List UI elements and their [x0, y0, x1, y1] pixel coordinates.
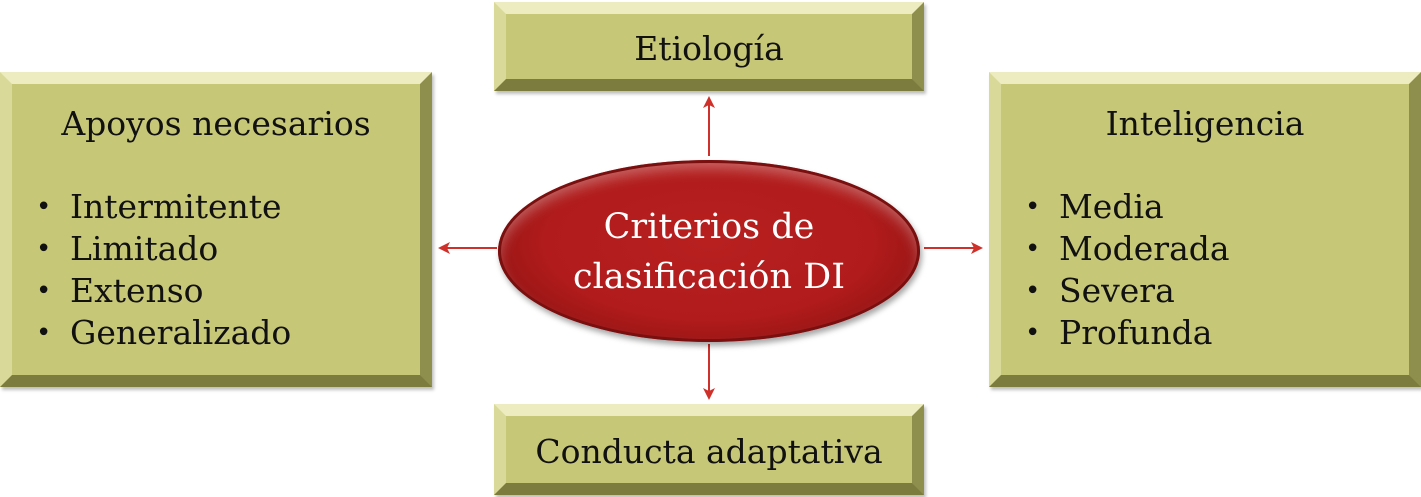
inteligencia-list: Media Moderada Severa Profunda	[1023, 186, 1230, 354]
inteligencia-box: Inteligencia Media Moderada Severa Profu…	[989, 72, 1421, 387]
etiologia-title: Etiología	[634, 29, 784, 68]
list-item: Intermitente	[34, 186, 291, 228]
conducta-adaptativa-title: Conducta adaptativa	[535, 432, 883, 471]
list-item: Limitado	[34, 228, 291, 270]
apoyos-necesarios-title: Apoyos necesarios	[61, 104, 371, 143]
list-item: Media	[1023, 186, 1230, 228]
list-item: Generalizado	[34, 312, 291, 354]
center-label-line1: Criterios de	[603, 207, 815, 247]
apoyos-list: Intermitente Limitado Extenso Generaliza…	[34, 186, 291, 354]
list-item: Profunda	[1023, 312, 1230, 354]
list-item: Moderada	[1023, 228, 1230, 270]
center-label: Criterios de clasificación DI	[498, 202, 920, 302]
center-label-line2: clasificación DI	[572, 257, 846, 297]
list-item: Extenso	[34, 270, 291, 312]
conducta-adaptativa-box: Conducta adaptativa	[494, 404, 924, 495]
list-item: Severa	[1023, 270, 1230, 312]
inteligencia-title: Inteligencia	[1105, 104, 1305, 143]
etiologia-box: Etiología	[494, 2, 924, 91]
apoyos-necesarios-box: Apoyos necesarios Intermitente Limitado …	[0, 72, 432, 387]
center-ellipse: Criterios de clasificación DI	[498, 160, 920, 342]
